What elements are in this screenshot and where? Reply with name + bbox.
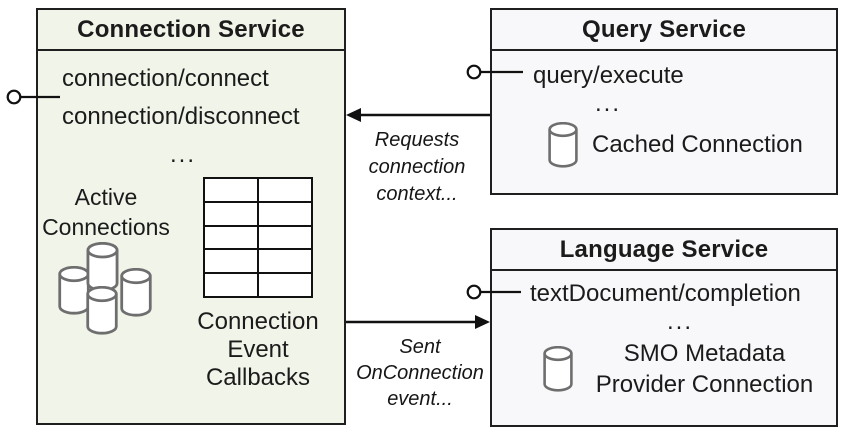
database-cylinder-icon <box>86 242 119 292</box>
database-cylinder-icon <box>543 346 573 392</box>
table-cell <box>204 249 258 274</box>
connection-service-box: Connection Service connection/connect co… <box>36 8 346 425</box>
active-connections-cylinders-icon <box>58 242 152 335</box>
sent-onconnection-event-label: Sent OnConnection event... <box>356 336 484 410</box>
requests-connection-context-label: Requests connection context... <box>368 129 466 205</box>
smo-metadata-provider-label: SMO Metadata Provider Connection <box>595 340 814 398</box>
connection-endpoints-ellipsis: ... <box>169 141 196 168</box>
table-cell <box>258 201 312 226</box>
query-endpoints: query/execute ... <box>533 62 684 118</box>
language-endpoints: textDocument/completion ... <box>530 280 830 336</box>
table-cell <box>204 225 258 250</box>
query-service-header: Query Service <box>492 10 836 51</box>
table-cell <box>204 273 258 297</box>
endpoint-connection-connect: connection/connect <box>62 65 269 92</box>
endpoint-textdocument-completion: textDocument/completion <box>530 280 801 307</box>
smo-metadata-row: SMO Metadata Provider Connection <box>543 340 822 398</box>
language-service-box: Language Service textDocument/completion… <box>490 228 838 427</box>
endpoint-query-execute: query/execute <box>533 62 684 89</box>
query-endpoints-ellipsis: ... <box>594 90 621 117</box>
database-cylinder-icon <box>120 268 152 317</box>
language-endpoints-ellipsis: ... <box>666 308 693 335</box>
database-cylinder-icon <box>58 266 90 315</box>
connection-event-callbacks-label: Connection Event Callbacks <box>197 308 319 391</box>
table-cell <box>258 178 312 202</box>
database-cylinder-icon <box>548 122 578 168</box>
language-service-title: Language Service <box>559 235 769 263</box>
connection-service-header: Connection Service <box>38 10 344 51</box>
table-cell <box>258 249 312 274</box>
table-cell <box>204 178 258 202</box>
arrow-sent-onconnection-event <box>346 315 490 329</box>
arrow-requests-connection-context <box>346 108 490 122</box>
table-cell <box>258 225 312 250</box>
query-service-title: Query Service <box>581 15 747 43</box>
language-service-header: Language Service <box>492 230 836 271</box>
endpoint-connection-disconnect: connection/disconnect <box>62 103 300 130</box>
active-connections-label: Active Connections <box>42 184 170 240</box>
table-cell <box>258 273 312 297</box>
cached-connection-row: Cached Connection <box>548 122 803 168</box>
connection-service-title: Connection Service <box>77 15 305 43</box>
query-service-box: Query Service query/execute ... Cached C… <box>490 8 838 195</box>
table-cell <box>204 201 258 226</box>
database-cylinder-icon <box>86 286 118 335</box>
connection-endpoints: connection/connect connection/disconnect… <box>62 60 304 174</box>
callback-table-grid-icon <box>203 177 313 298</box>
cached-connection-label: Cached Connection <box>592 131 803 158</box>
